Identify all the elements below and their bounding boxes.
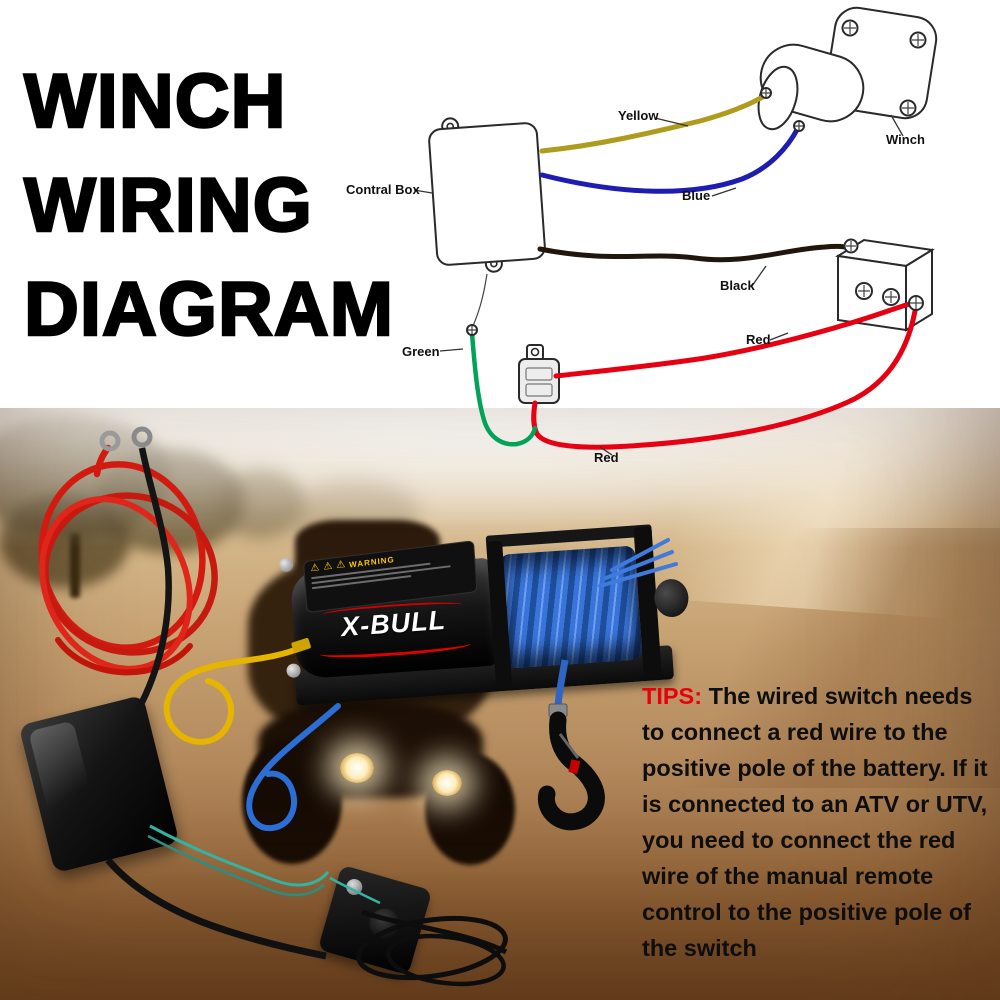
photo-wires: [38, 426, 678, 987]
wiring-diagram: [413, 6, 938, 456]
tips-body: The wired switch needs to connect a red …: [642, 683, 988, 961]
atv-headlight: [432, 770, 462, 796]
black-wire-photo: [135, 447, 172, 712]
wire-blue: [539, 125, 801, 194]
blue-wire-photo: [246, 703, 341, 832]
wire-red-bottom: [531, 308, 918, 450]
winch-hook: [537, 711, 605, 831]
haze-overlay: [0, 408, 1000, 548]
title-line-1: WINCH: [23, 58, 287, 146]
teal-wire: [149, 824, 330, 887]
ring-terminal-icon: [99, 426, 153, 452]
tree-trunk: [70, 533, 80, 598]
rope-strands: [598, 538, 678, 588]
label-black: Black: [720, 278, 755, 293]
red-wire-coil: [38, 444, 218, 676]
tips-prefix: TIPS:: [642, 683, 703, 709]
control-box-drawing: [428, 117, 546, 273]
hook-tag: [568, 759, 581, 775]
black-cable: [361, 909, 508, 955]
hook-latch: [558, 733, 580, 759]
atv-headlight: [340, 753, 374, 783]
label-red-top: Red: [746, 332, 771, 347]
teal-wire: [147, 834, 325, 897]
wire-red-top: [553, 300, 916, 379]
wire-green: [469, 330, 538, 447]
battery-drawing: [835, 238, 935, 332]
page-title: WINCH WIRING DIAGRAM: [23, 50, 395, 362]
title-line-2: WIRING: [23, 162, 313, 250]
label-winch: Winch: [886, 132, 925, 147]
yellow-connector: [291, 637, 311, 653]
label-control-box: Contral Box: [346, 182, 420, 197]
label-red-bottom: Red: [594, 450, 619, 465]
cable-loop: [356, 915, 508, 981]
thin-lead: [472, 273, 488, 327]
winch-motor-drawing: [757, 6, 938, 131]
title-line-3: DIAGRAM: [23, 266, 395, 354]
cable-loop: [386, 933, 506, 987]
rope-down: [554, 659, 569, 707]
terminal-icons: [466, 87, 924, 336]
label-yellow: Yellow: [618, 108, 659, 123]
tips-text: TIPS: The wired switch needs to connect …: [642, 678, 1000, 966]
wire-yellow: [539, 92, 769, 154]
leader-lines: [413, 114, 904, 456]
black-cable: [105, 857, 327, 960]
wire-black: [537, 243, 852, 263]
yellow-wire-photo: [163, 645, 303, 745]
label-green: Green: [402, 344, 440, 359]
teal-wire: [329, 876, 381, 905]
label-blue: Blue: [682, 188, 711, 203]
relay-drawing: [518, 344, 560, 404]
